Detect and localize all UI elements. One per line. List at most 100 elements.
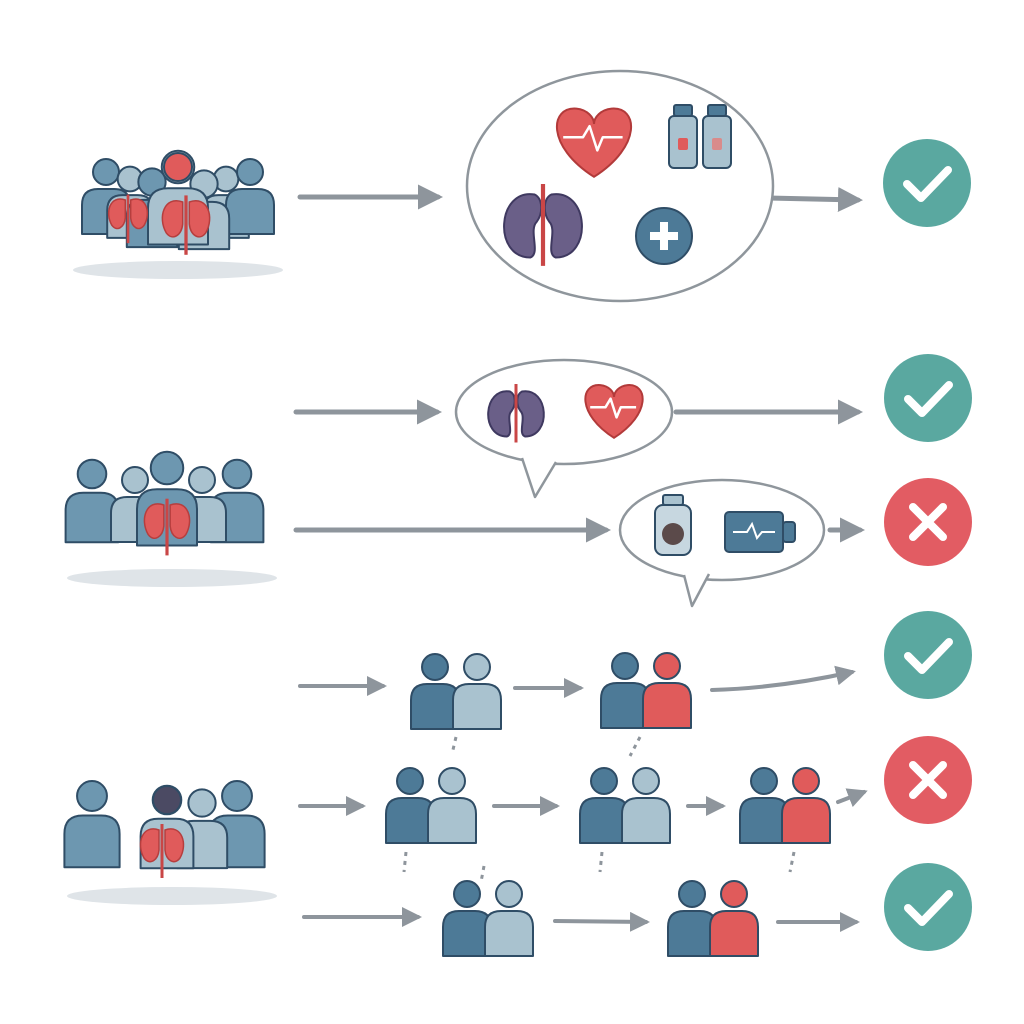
person-icon <box>621 767 671 844</box>
left-lung <box>161 200 184 238</box>
person-body <box>385 797 435 844</box>
person-head <box>792 767 820 795</box>
success-circle <box>884 863 972 951</box>
person-body <box>427 797 477 844</box>
medicine-jar-icon <box>654 494 692 556</box>
person-body <box>63 814 121 869</box>
medical-cross-icon <box>635 207 693 265</box>
pair-blue <box>442 880 534 957</box>
person-head <box>653 652 681 680</box>
arrow <box>553 911 650 932</box>
lungs-icon <box>143 498 191 556</box>
outcome-success <box>883 139 971 227</box>
person-head <box>149 450 185 486</box>
person-head <box>678 880 706 908</box>
person-head <box>453 880 481 908</box>
outcome-success <box>884 354 972 442</box>
person-icon <box>442 880 492 957</box>
bubbles-layer <box>454 69 826 608</box>
ground-shadow <box>67 887 277 905</box>
cross-mark-icon <box>909 503 947 541</box>
person-icon <box>64 458 120 544</box>
person-icon <box>579 767 629 844</box>
success-circle <box>883 139 971 227</box>
pair-blue-red <box>600 652 692 729</box>
connector-dashes <box>450 736 458 755</box>
person-head <box>188 466 216 494</box>
person-head <box>236 158 264 186</box>
person-body <box>667 910 717 957</box>
person-icon <box>600 652 650 729</box>
person-icon <box>427 767 477 844</box>
person-body <box>442 910 492 957</box>
person-head <box>720 880 748 908</box>
jar-lid <box>662 494 684 506</box>
left-kidney <box>487 390 516 438</box>
lungs-icon <box>107 194 149 244</box>
checkmark-icon <box>903 166 952 202</box>
heart-pulse-icon <box>584 384 644 439</box>
person-head <box>463 653 491 681</box>
person-icon <box>225 158 275 235</box>
outcome-success <box>884 863 972 951</box>
lungs-icon <box>161 195 211 255</box>
person-head <box>121 466 149 494</box>
medicine-vials-icon <box>668 104 732 169</box>
cross-mark-icon <box>909 761 947 799</box>
ground-shadow <box>73 261 283 279</box>
pair-blue <box>579 767 671 844</box>
person-head <box>495 880 523 908</box>
arrow <box>710 665 856 692</box>
person-icon <box>385 767 435 844</box>
person-head <box>438 767 466 795</box>
checkmark-icon <box>904 381 953 417</box>
person-body <box>739 797 789 844</box>
lungs-icon <box>139 824 185 878</box>
vial-cap <box>707 104 727 117</box>
arrow <box>765 187 863 213</box>
person-body <box>600 682 650 729</box>
success-circle <box>884 611 972 699</box>
person-body <box>484 910 534 957</box>
person-head <box>611 652 639 680</box>
person-head <box>750 767 778 795</box>
assessment-bubble-bottom <box>618 478 826 608</box>
outcome-success <box>884 611 972 699</box>
left-lung <box>143 503 165 539</box>
person-icon <box>484 880 534 957</box>
person-head <box>76 780 108 812</box>
connector-dashes <box>402 851 408 873</box>
vial-cap <box>673 104 693 117</box>
bubble-outline <box>465 69 775 303</box>
pair-blue <box>410 653 502 730</box>
cross-sign <box>650 222 678 250</box>
arrow <box>836 788 868 808</box>
person-head <box>396 767 424 795</box>
right-lung <box>169 503 191 539</box>
person-head <box>221 458 253 490</box>
connector-dashes <box>598 851 604 873</box>
person-icon <box>709 880 759 957</box>
right-lung <box>188 200 211 238</box>
person-body <box>709 910 759 957</box>
pair-blue-red <box>667 880 759 957</box>
pulse-line <box>590 397 637 419</box>
monitor-device-icon <box>724 511 796 553</box>
right-kidney <box>516 390 545 438</box>
outcomes-layer <box>883 139 972 951</box>
person-icon <box>410 653 460 730</box>
person-body <box>452 683 502 730</box>
connector-dashes <box>788 851 796 873</box>
checkmark-icon <box>904 890 953 926</box>
vial-label <box>712 138 722 150</box>
left-lung <box>107 198 127 230</box>
person-body <box>781 797 831 844</box>
assessment-bubble-top <box>454 358 674 499</box>
kidneys-icon <box>487 384 545 443</box>
monitor-trace <box>733 521 775 540</box>
person-head <box>76 458 108 490</box>
person-icon <box>781 767 831 844</box>
pulse-line <box>563 124 623 152</box>
crowd-with-lungs <box>64 450 277 587</box>
